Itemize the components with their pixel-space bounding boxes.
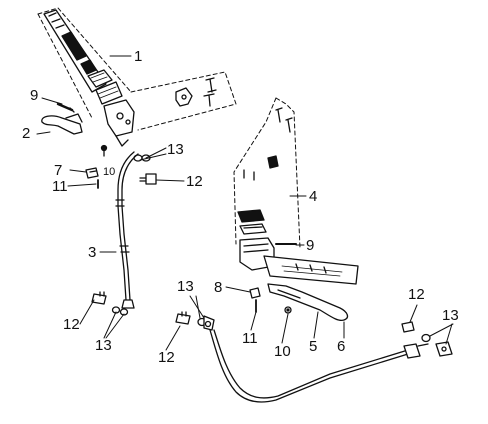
callout-11-right: 11 [242, 330, 258, 347]
rear-banjo-bolt [401, 321, 453, 357]
rear-lever-screw [249, 287, 261, 299]
callout-9-right: 9 [306, 237, 315, 254]
callout-10-right: 10 [274, 343, 291, 360]
front-master-cylinder [87, 69, 135, 147]
rear-pivot-washer [284, 306, 292, 314]
callout-8: 8 [214, 279, 223, 296]
front-pivot-bolt [100, 144, 108, 157]
callout-1: 1 [134, 48, 143, 65]
callout-4: 4 [309, 188, 318, 205]
callout-13-right: 13 [442, 307, 459, 324]
callout-13-lower-left: 13 [95, 337, 112, 354]
callout-12-middle: 12 [158, 349, 175, 366]
callout-13-middle: 13 [177, 278, 194, 295]
callout-5: 5 [309, 338, 318, 355]
reservoir-cap-screws [243, 107, 293, 181]
rear-master-cylinder-outline [233, 97, 301, 249]
rear-brake-lever [267, 283, 349, 322]
front-brake-hose [115, 151, 139, 309]
left-handlebar-grip [43, 9, 107, 93]
callout-11-left: 11 [52, 178, 68, 195]
callout-2: 2 [22, 125, 31, 142]
rear-banjo-fitting [175, 311, 215, 331]
rear-master-cylinder [239, 237, 359, 285]
callout-10-left: 10 [103, 166, 116, 178]
callout-12-lower-left: 12 [63, 316, 80, 333]
callout-12-upper-left: 12 [186, 173, 203, 190]
rear-reservoir-cap [237, 209, 267, 235]
callout-3: 3 [88, 244, 97, 261]
callout-7: 7 [54, 162, 63, 179]
callout-13-upper-left: 13 [167, 141, 184, 158]
front-master-cylinder-outline [37, 7, 237, 131]
callout-6: 6 [337, 338, 346, 355]
handlebar-clamp [175, 77, 217, 107]
front-banjo-bolt-lower [91, 291, 129, 316]
rear-brake-hose [209, 329, 429, 403]
front-switch-screw [56, 102, 75, 113]
callout-12-right: 12 [408, 286, 425, 303]
front-brake-lever [41, 113, 83, 135]
callout-9-left: 9 [30, 87, 39, 104]
front-banjo-bolt-upper [139, 173, 157, 185]
front-switch-small-parts [85, 167, 99, 189]
callout-leader-lines [36, 55, 454, 351]
